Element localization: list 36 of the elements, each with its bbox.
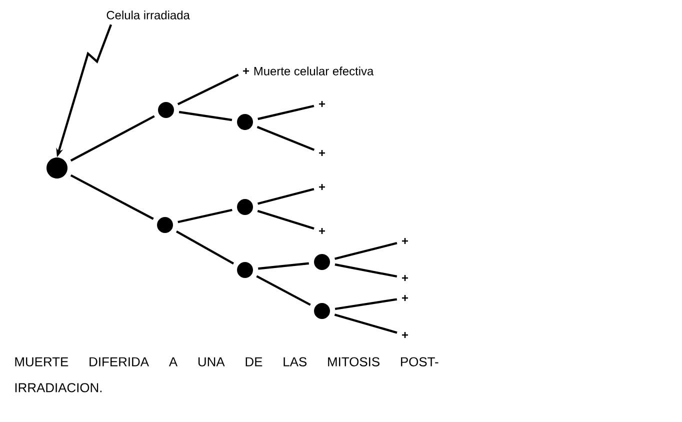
branch-line <box>258 262 309 270</box>
plus-mark <box>402 275 408 281</box>
branch-line <box>178 208 232 224</box>
branch-line <box>334 298 398 310</box>
plus-mark <box>319 101 325 107</box>
branch-line <box>258 188 314 205</box>
plus-mark <box>243 68 249 74</box>
branch-line <box>257 210 314 230</box>
cell-dot <box>46 158 68 178</box>
branch-line <box>256 275 311 306</box>
plus-mark <box>402 238 408 244</box>
plus-mark <box>319 184 325 190</box>
branch-line <box>177 74 239 106</box>
label-text: Celula irradiada <box>106 10 190 20</box>
branch-line <box>70 115 155 162</box>
branch-line <box>178 110 232 122</box>
cell-dot <box>237 262 253 278</box>
branch-line <box>176 230 234 264</box>
cell-dot <box>157 217 173 233</box>
plus-mark <box>319 228 325 234</box>
plus-mark <box>319 150 325 156</box>
branch-line <box>258 104 314 120</box>
plus-mark <box>402 295 408 301</box>
cell-dot <box>237 199 253 215</box>
branch-line <box>334 263 398 278</box>
branch-line <box>334 242 398 260</box>
branch-line <box>256 126 315 151</box>
cell-dot <box>314 303 330 319</box>
cell-dot <box>237 114 253 130</box>
cell-dot <box>158 102 174 118</box>
plus-mark <box>402 332 408 338</box>
cell-dot <box>314 254 330 270</box>
branch-line <box>334 314 398 334</box>
annotation-text: Muerte celular efectiva <box>254 66 374 76</box>
caption: MUERTE DIFERIDA A UNA DE LAS MITOSIS POST-IRRADIACION. <box>15 357 438 392</box>
branch-line <box>70 174 154 220</box>
